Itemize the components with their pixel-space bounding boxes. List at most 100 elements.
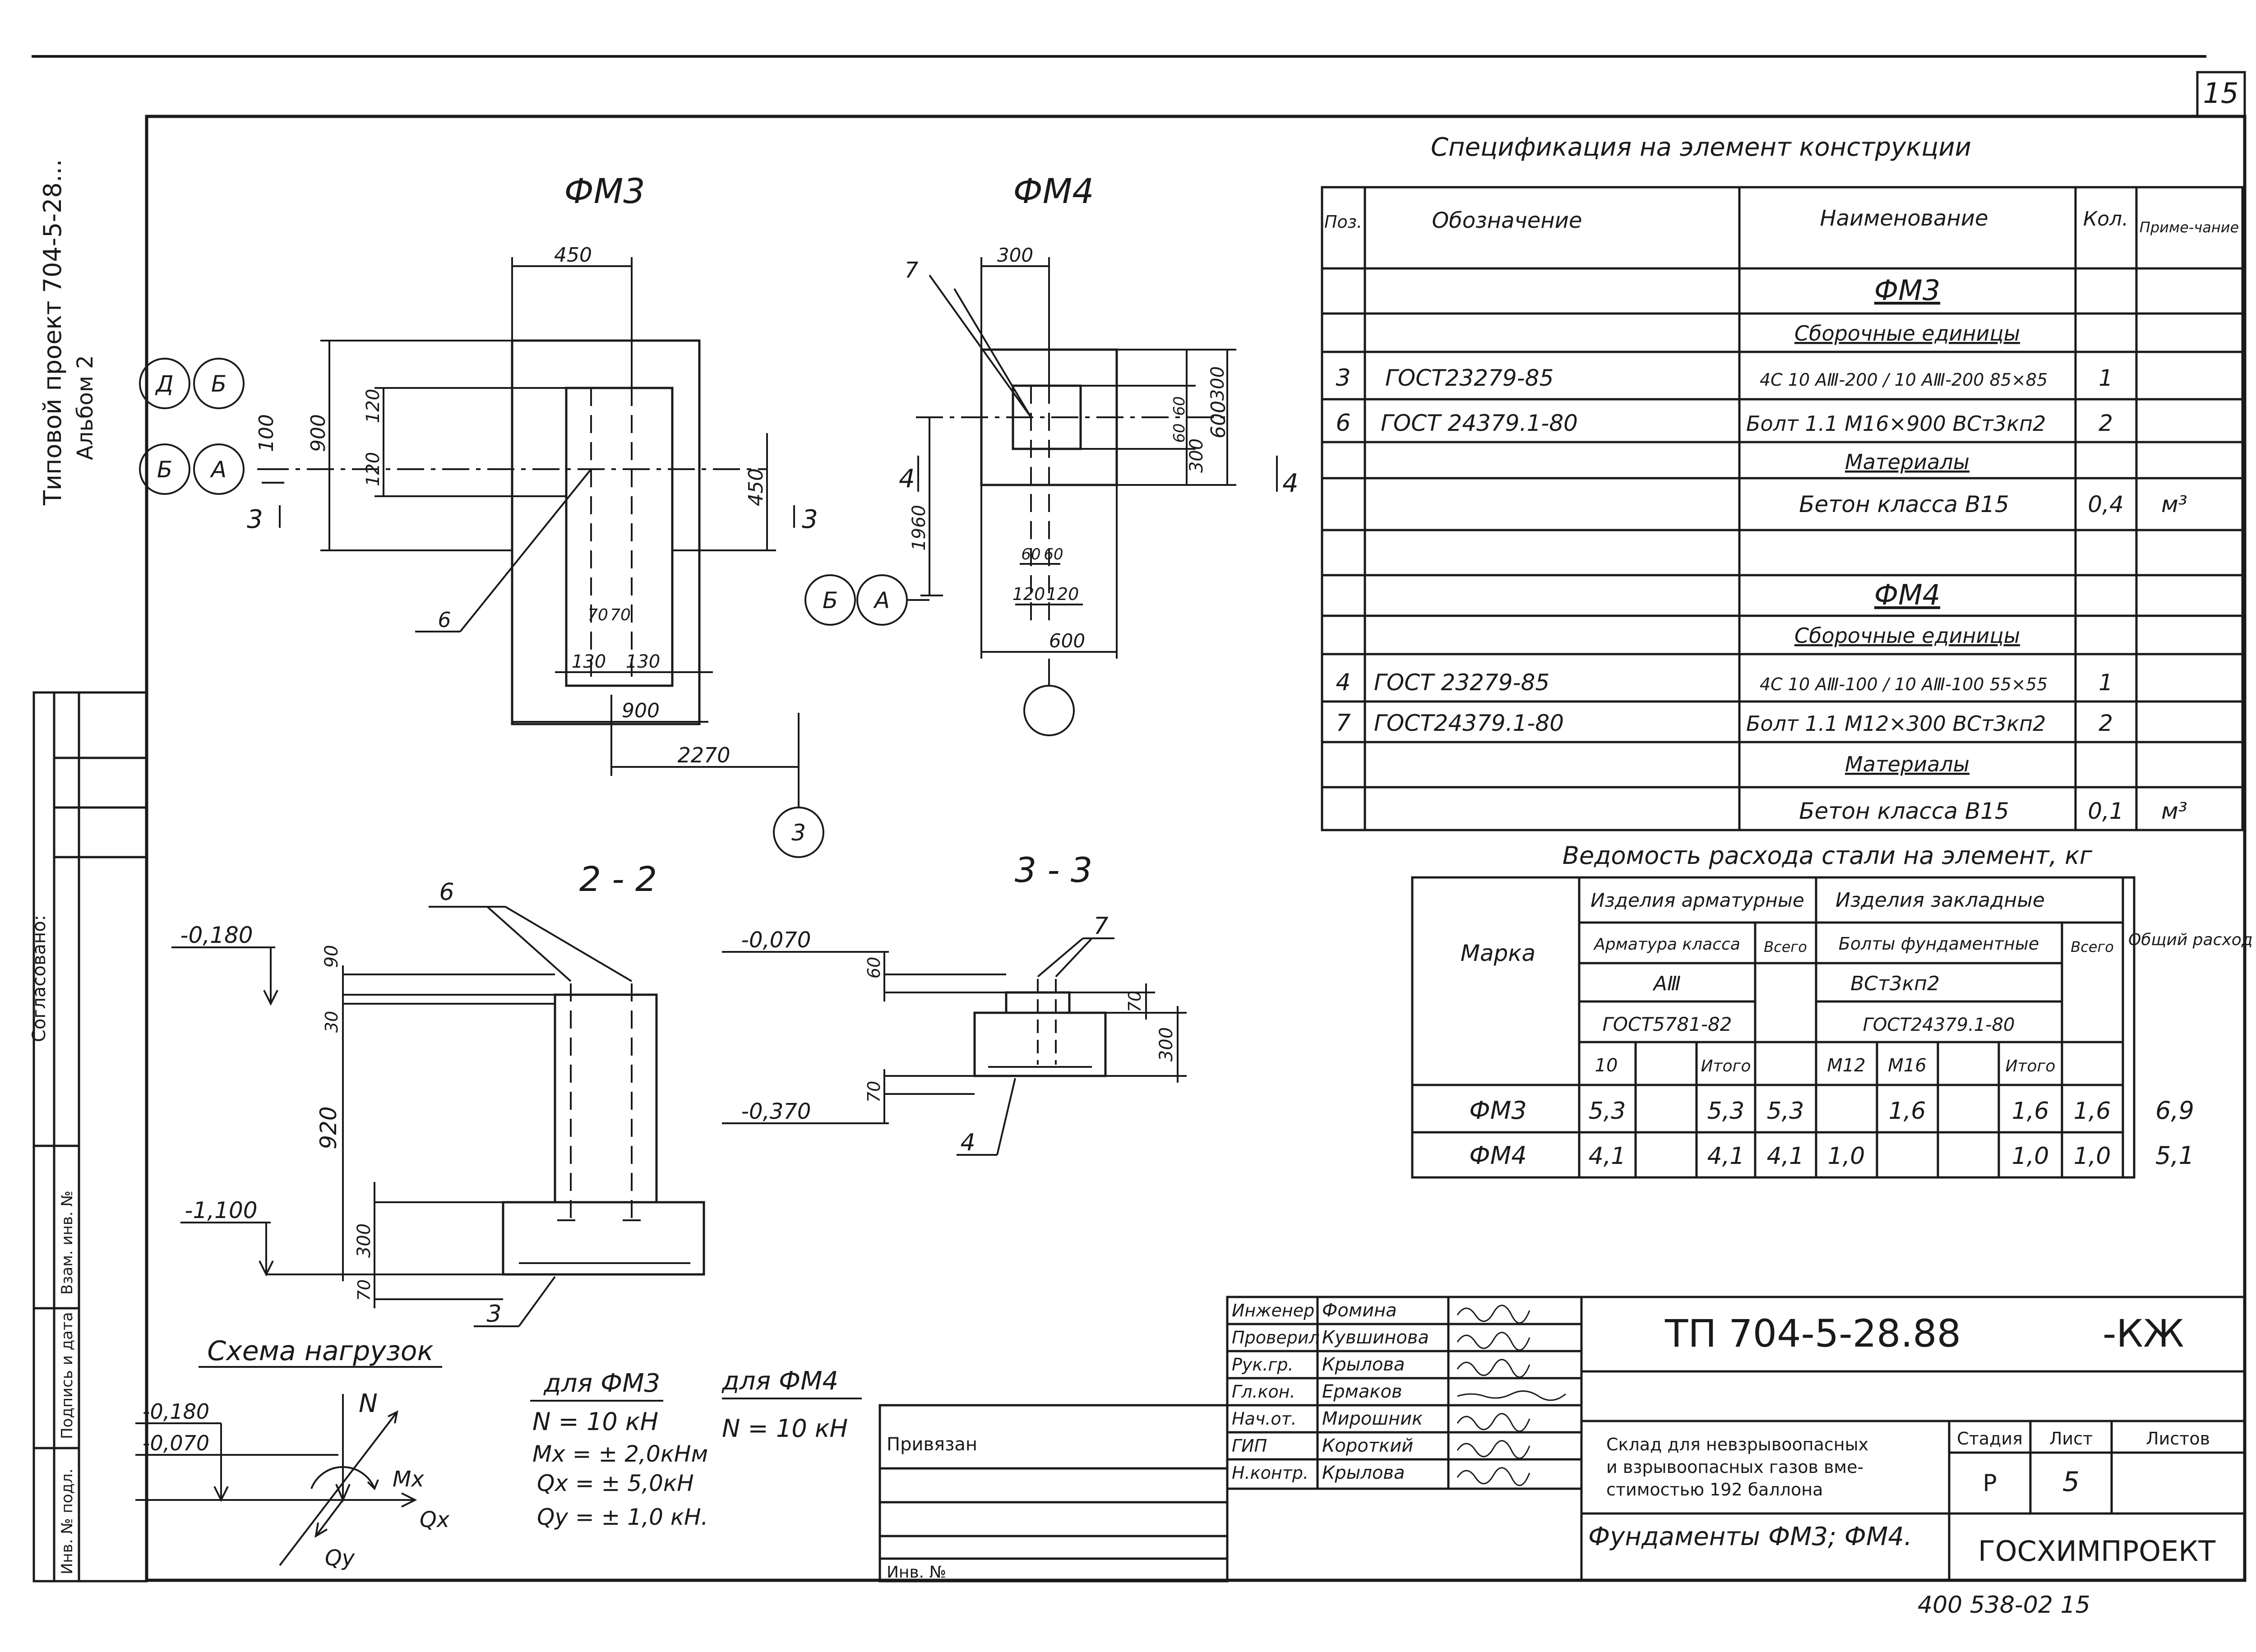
- section-33-dim-70a: 70: [1125, 991, 1145, 1012]
- steel-row-0-total2: 1,6: [2012, 1098, 2049, 1125]
- steel-row-1-overall: 5,1: [2155, 1141, 2194, 1170]
- fm4-dim-60b: 60: [1170, 423, 1188, 443]
- fm4-axis-A: А: [873, 587, 890, 614]
- section-33-callout-top: 7: [1093, 913, 1108, 940]
- tb-role-0: Инженер: [1232, 1301, 1314, 1320]
- fm4-dim-60a: 60: [1170, 396, 1188, 415]
- title-block: [878, 1296, 2246, 1583]
- fm4-section-mark-left: 4: [899, 464, 915, 494]
- steel-row-0-total1: 5,3: [1707, 1098, 1745, 1125]
- fm3-axis-circle: 3: [791, 820, 806, 846]
- plan-fm3: [139, 257, 824, 858]
- load-scheme: [135, 1366, 442, 1566]
- fm4-section-mark-right: 4: [1282, 469, 1299, 498]
- tb-sheet-label: Лист: [2049, 1429, 2093, 1449]
- sheet-number: 15: [2203, 77, 2239, 110]
- spec-row-5-name: Бетон класса В15: [1799, 491, 2009, 517]
- section-22-callout-bottom: 3: [486, 1301, 501, 1328]
- steel-row-0-all2: 1,6: [2074, 1098, 2111, 1125]
- fm3-dim-900: 900: [307, 414, 330, 452]
- tb-role-3: Гл.кон.: [1232, 1382, 1295, 1402]
- section-22-dim-30: 30: [322, 1011, 342, 1033]
- spec-row-10-qty: 2: [2099, 710, 2113, 736]
- fm4-dim-60c: 60: [1021, 545, 1040, 563]
- section-22-elev-top: -0,180: [180, 922, 253, 948]
- load-elev-2: -0,070: [143, 1431, 209, 1455]
- fm3-axis-A: А: [210, 457, 227, 483]
- steel-header-rebar-gost: ГОСТ5781-82: [1603, 1013, 1732, 1035]
- section-33-dim-300: 300: [1156, 1027, 1177, 1061]
- side-inv-orig: Инв. № подл.: [58, 1468, 76, 1574]
- tb-name-4: Мирошник: [1322, 1408, 1423, 1429]
- load-label-Mx: Mx: [393, 1467, 424, 1492]
- steel-header-embed-all: Всего: [2071, 938, 2114, 955]
- tb-code-suffix: -КЖ: [2103, 1311, 2184, 1356]
- tb-name-3: Ермаков: [1322, 1381, 1402, 1402]
- steel-row-0-mark: ФМ3: [1469, 1096, 1526, 1125]
- side-album: Альбом 2: [73, 355, 98, 460]
- steel-row-1-c10: 4,1: [1589, 1143, 1626, 1170]
- spec-row-8-name: Сборочные единицы: [1794, 623, 2020, 648]
- fm4-dim-300: 300: [997, 244, 1033, 266]
- fm4-dim-600: 600: [1207, 401, 1230, 438]
- fm3-dim-130b: 130: [626, 651, 660, 672]
- tb-name-6: Крылова: [1322, 1463, 1405, 1483]
- steel-row-1-mark: ФМ4: [1469, 1141, 1526, 1170]
- section-22-dim-90: 90: [321, 945, 342, 968]
- side-stamp: Типовой проект 704-5-28... Альбом 2 Согл…: [29, 159, 148, 1583]
- spec-row-0-name: ФМ3: [1874, 274, 1940, 307]
- tb-role-2: Рук.гр.: [1232, 1355, 1294, 1375]
- steel-header-rebar-class: Арматура класса: [1593, 935, 1740, 954]
- fm3-dim-450: 450: [554, 244, 592, 267]
- tb-sheets-label: Листов: [2146, 1429, 2210, 1449]
- fm3-dim-130a: 130: [572, 651, 606, 672]
- section-22-dim-70: 70: [354, 1279, 374, 1301]
- spec-row-9-pos: 4: [1336, 669, 1350, 696]
- tb-name-2: Крылова: [1322, 1354, 1405, 1375]
- fm3-title: ФМ3: [564, 171, 645, 211]
- tb-role-4: Нач.от.: [1232, 1409, 1297, 1429]
- side-sign-date: Подпись и дата: [58, 1312, 76, 1439]
- spec-row-3-pos: 6: [1336, 410, 1350, 437]
- spec-header-name: Наименование: [1820, 206, 1988, 231]
- spec-row-9-designation: ГОСТ 23279-85: [1374, 669, 1549, 696]
- spec-header-designation: Обозначение: [1432, 208, 1582, 233]
- section-33-dim-60: 60: [864, 957, 884, 978]
- spec-row-12-qty: 0,1: [2088, 798, 2124, 824]
- fm4-dim-600w: 600: [1049, 630, 1085, 652]
- load-fm3-line-4: Qy = ± 1,0 кН.: [537, 1504, 708, 1530]
- load-fm3-line-1: N = 10 кН: [532, 1407, 658, 1436]
- spec-row-3-designation: ГОСТ 24379.1-80: [1381, 410, 1578, 436]
- steel-header-embed-bolts: Болты фундаментные: [1839, 934, 2039, 954]
- section-3-3: [722, 937, 1187, 1156]
- section-33-title: 3 - 3: [1015, 850, 1092, 890]
- fm3-axis-D: Д: [155, 371, 173, 397]
- tb-role-1: Проверил: [1232, 1328, 1320, 1347]
- steel-row-0-c10: 5,3: [1589, 1098, 1626, 1125]
- spec-row-5-qty: 0,4: [2088, 491, 2124, 517]
- fm3-dim-120a: 120: [363, 389, 384, 423]
- fm3-axis-B2: Б: [157, 457, 172, 483]
- fm4-dim-300b: 300: [1186, 438, 1207, 473]
- fm3-dim-900w: 900: [622, 699, 660, 722]
- fm4-dim-120a: 120: [1012, 584, 1045, 604]
- steel-row-1-all2: 1,0: [2074, 1143, 2111, 1170]
- steel-title: Ведомость расхода стали на элемент, кг: [1563, 841, 2093, 870]
- fm3-dim-100: 100: [255, 414, 278, 452]
- steel-table: [1411, 876, 2136, 1179]
- steel-header-m12: М12: [1827, 1055, 1865, 1076]
- spec-header-pos: Поз.: [1324, 212, 1362, 232]
- fm4-dim-300a: 300: [1207, 366, 1228, 401]
- steel-row-0-overall: 6,9: [2155, 1096, 2194, 1125]
- steel-row-1-m12: 1,0: [1828, 1143, 1865, 1170]
- tb-stage: Р: [1983, 1470, 1997, 1497]
- spec-title: Спецификация на элемент конструкции: [1431, 133, 1971, 162]
- steel-row-1-total1: 4,1: [1707, 1143, 1745, 1170]
- spec-row-12-note: м³: [2161, 798, 2187, 824]
- tb-role-5: ГИП: [1232, 1436, 1267, 1456]
- load-fm3-line-2: Mx = ± 2,0кНм: [532, 1441, 708, 1467]
- spec-row-2-pos: 3: [1336, 365, 1350, 392]
- spec-row-10-name: Болт 1.1 М12×300 ВСт3кп2: [1746, 711, 2046, 736]
- spec-row-1-name: Сборочные единицы: [1794, 321, 2020, 346]
